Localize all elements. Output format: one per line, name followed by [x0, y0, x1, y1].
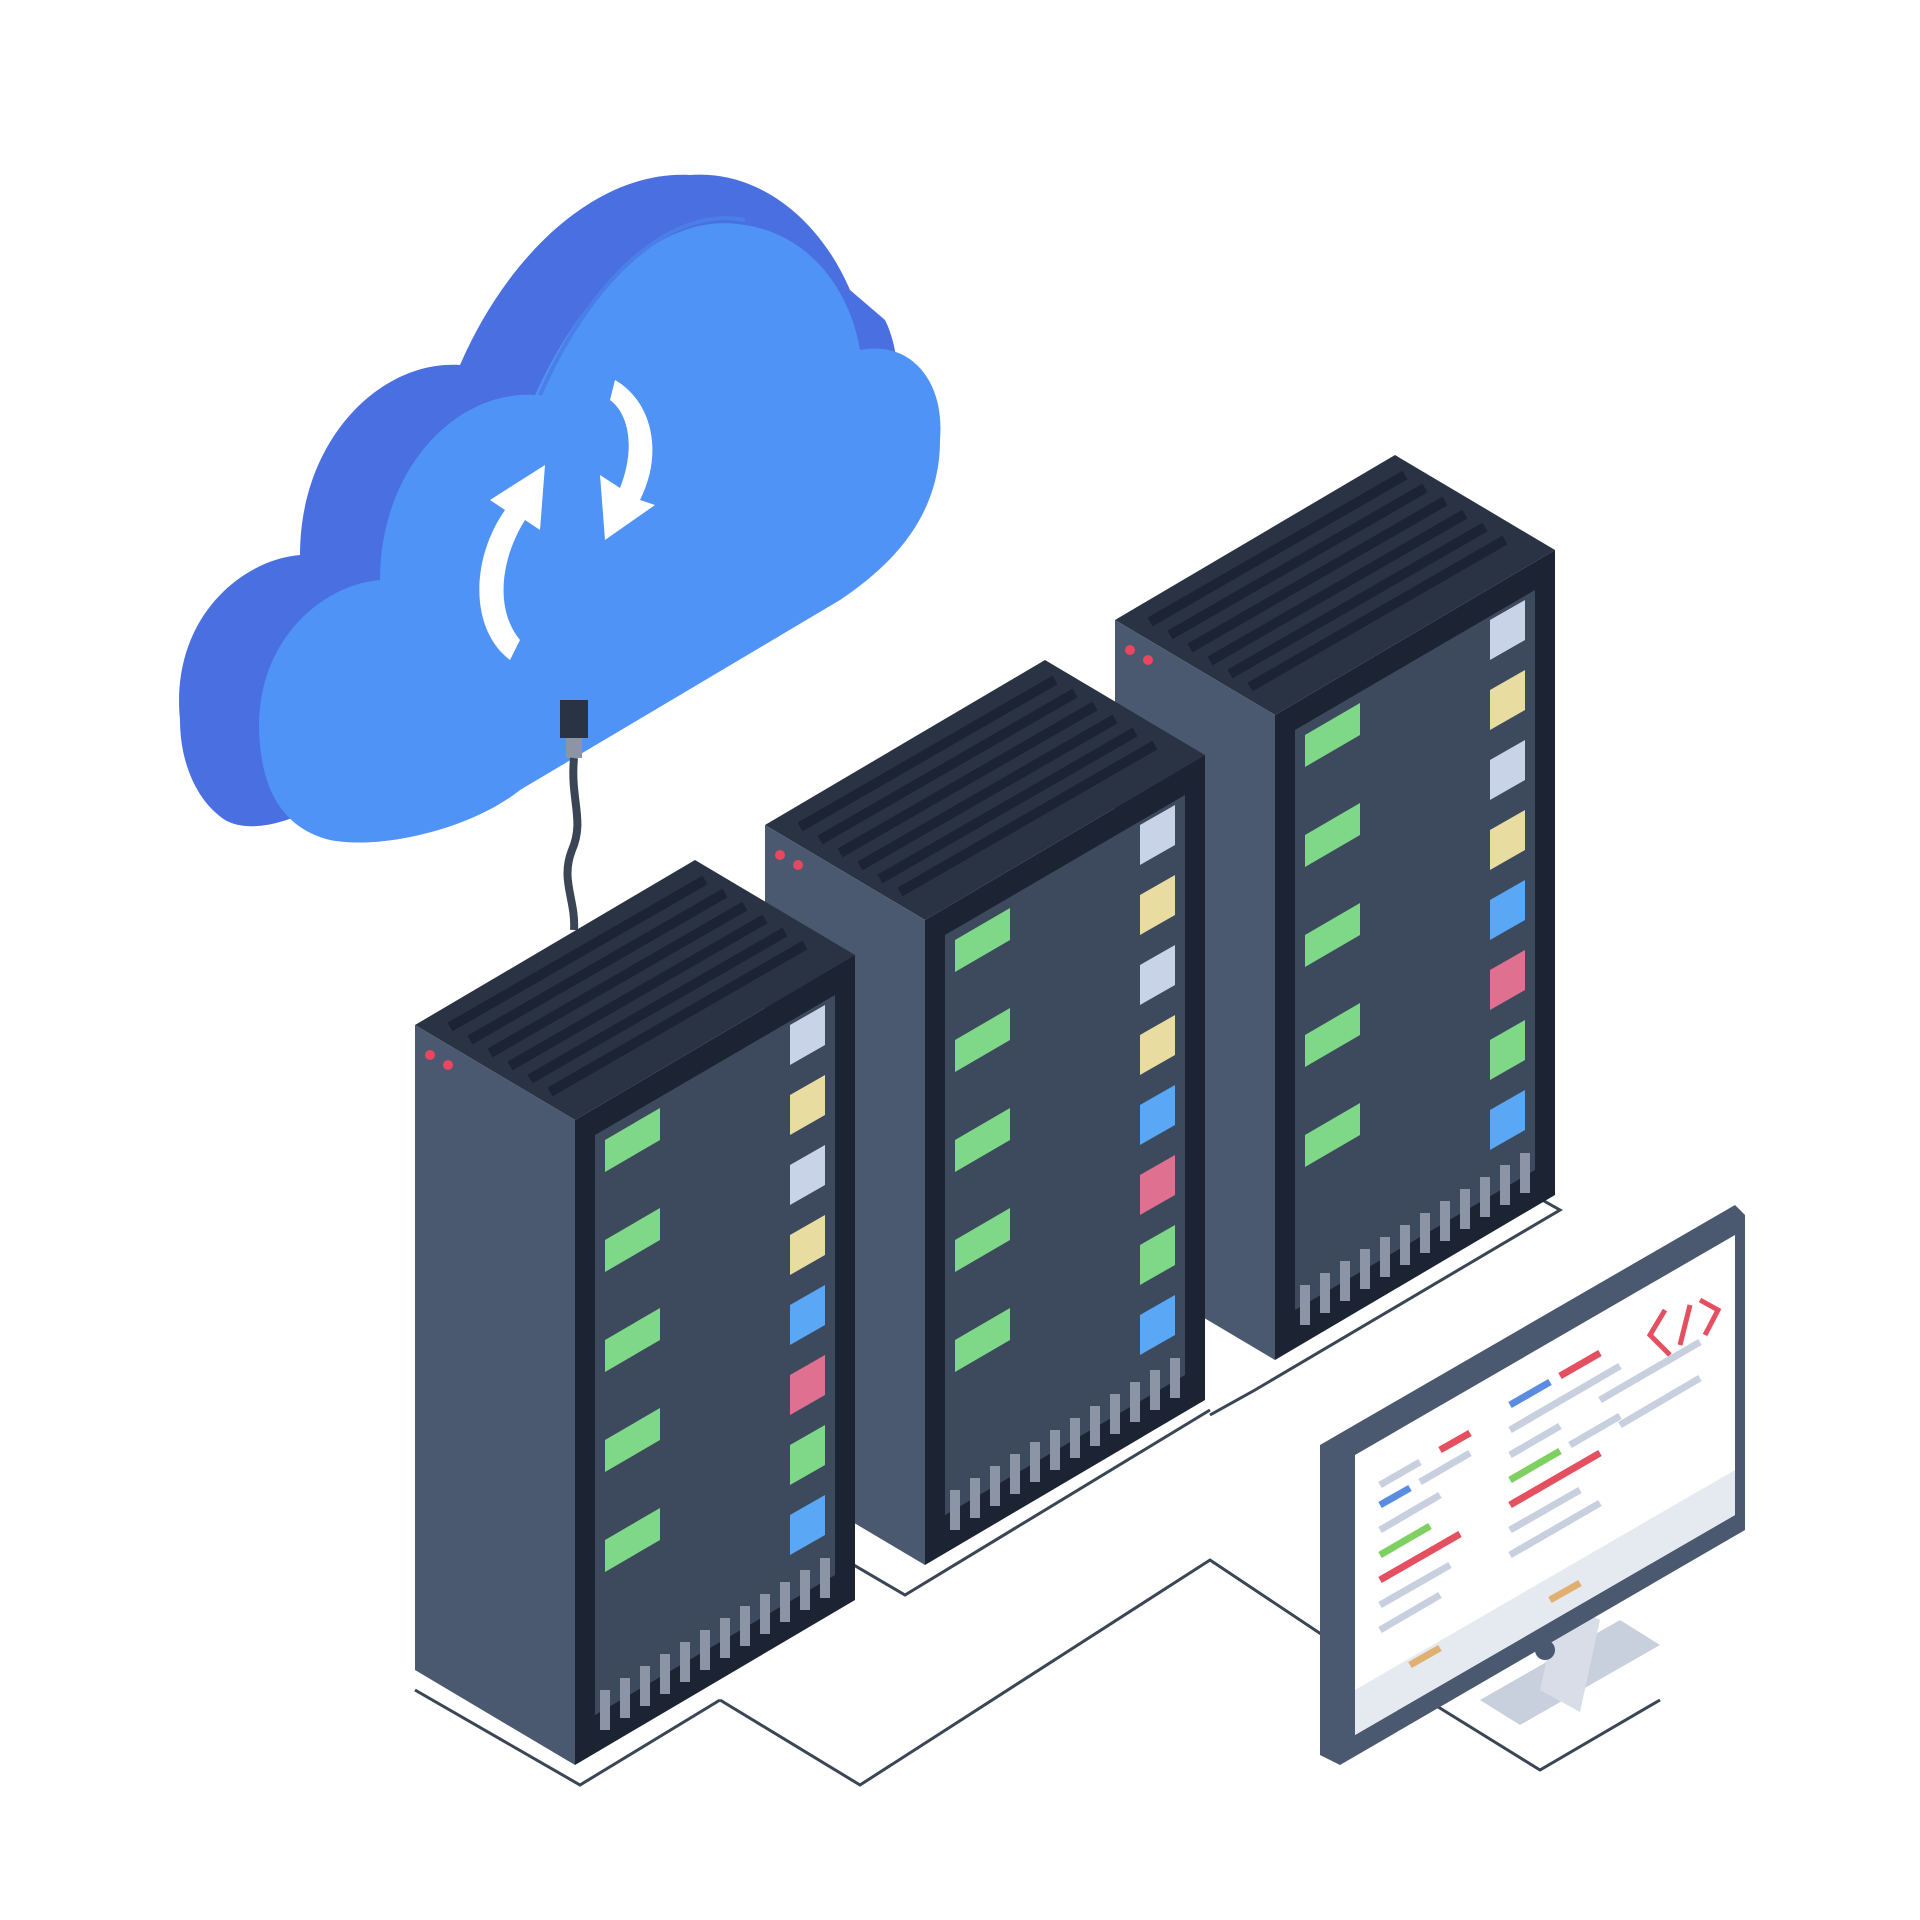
rack-2-status-leds [775, 850, 803, 870]
rack-3-status-leds [1125, 645, 1153, 665]
sync-arrows-icon [479, 380, 655, 660]
rack-2-modules [955, 805, 1175, 1372]
cloud-front-shape [259, 223, 941, 843]
code-icon [1646, 1297, 1722, 1357]
rack-1-modules [605, 1005, 825, 1572]
cloud [179, 174, 941, 931]
rack-3-modules [1305, 600, 1525, 1167]
monitor [1320, 1205, 1745, 1765]
server-rack-1 [415, 860, 855, 1765]
cloud-cable [560, 700, 588, 931]
rack-1-status-leds [425, 1050, 453, 1070]
code-lines [1378, 1338, 1702, 1669]
monitor-power-button [1535, 1640, 1555, 1660]
